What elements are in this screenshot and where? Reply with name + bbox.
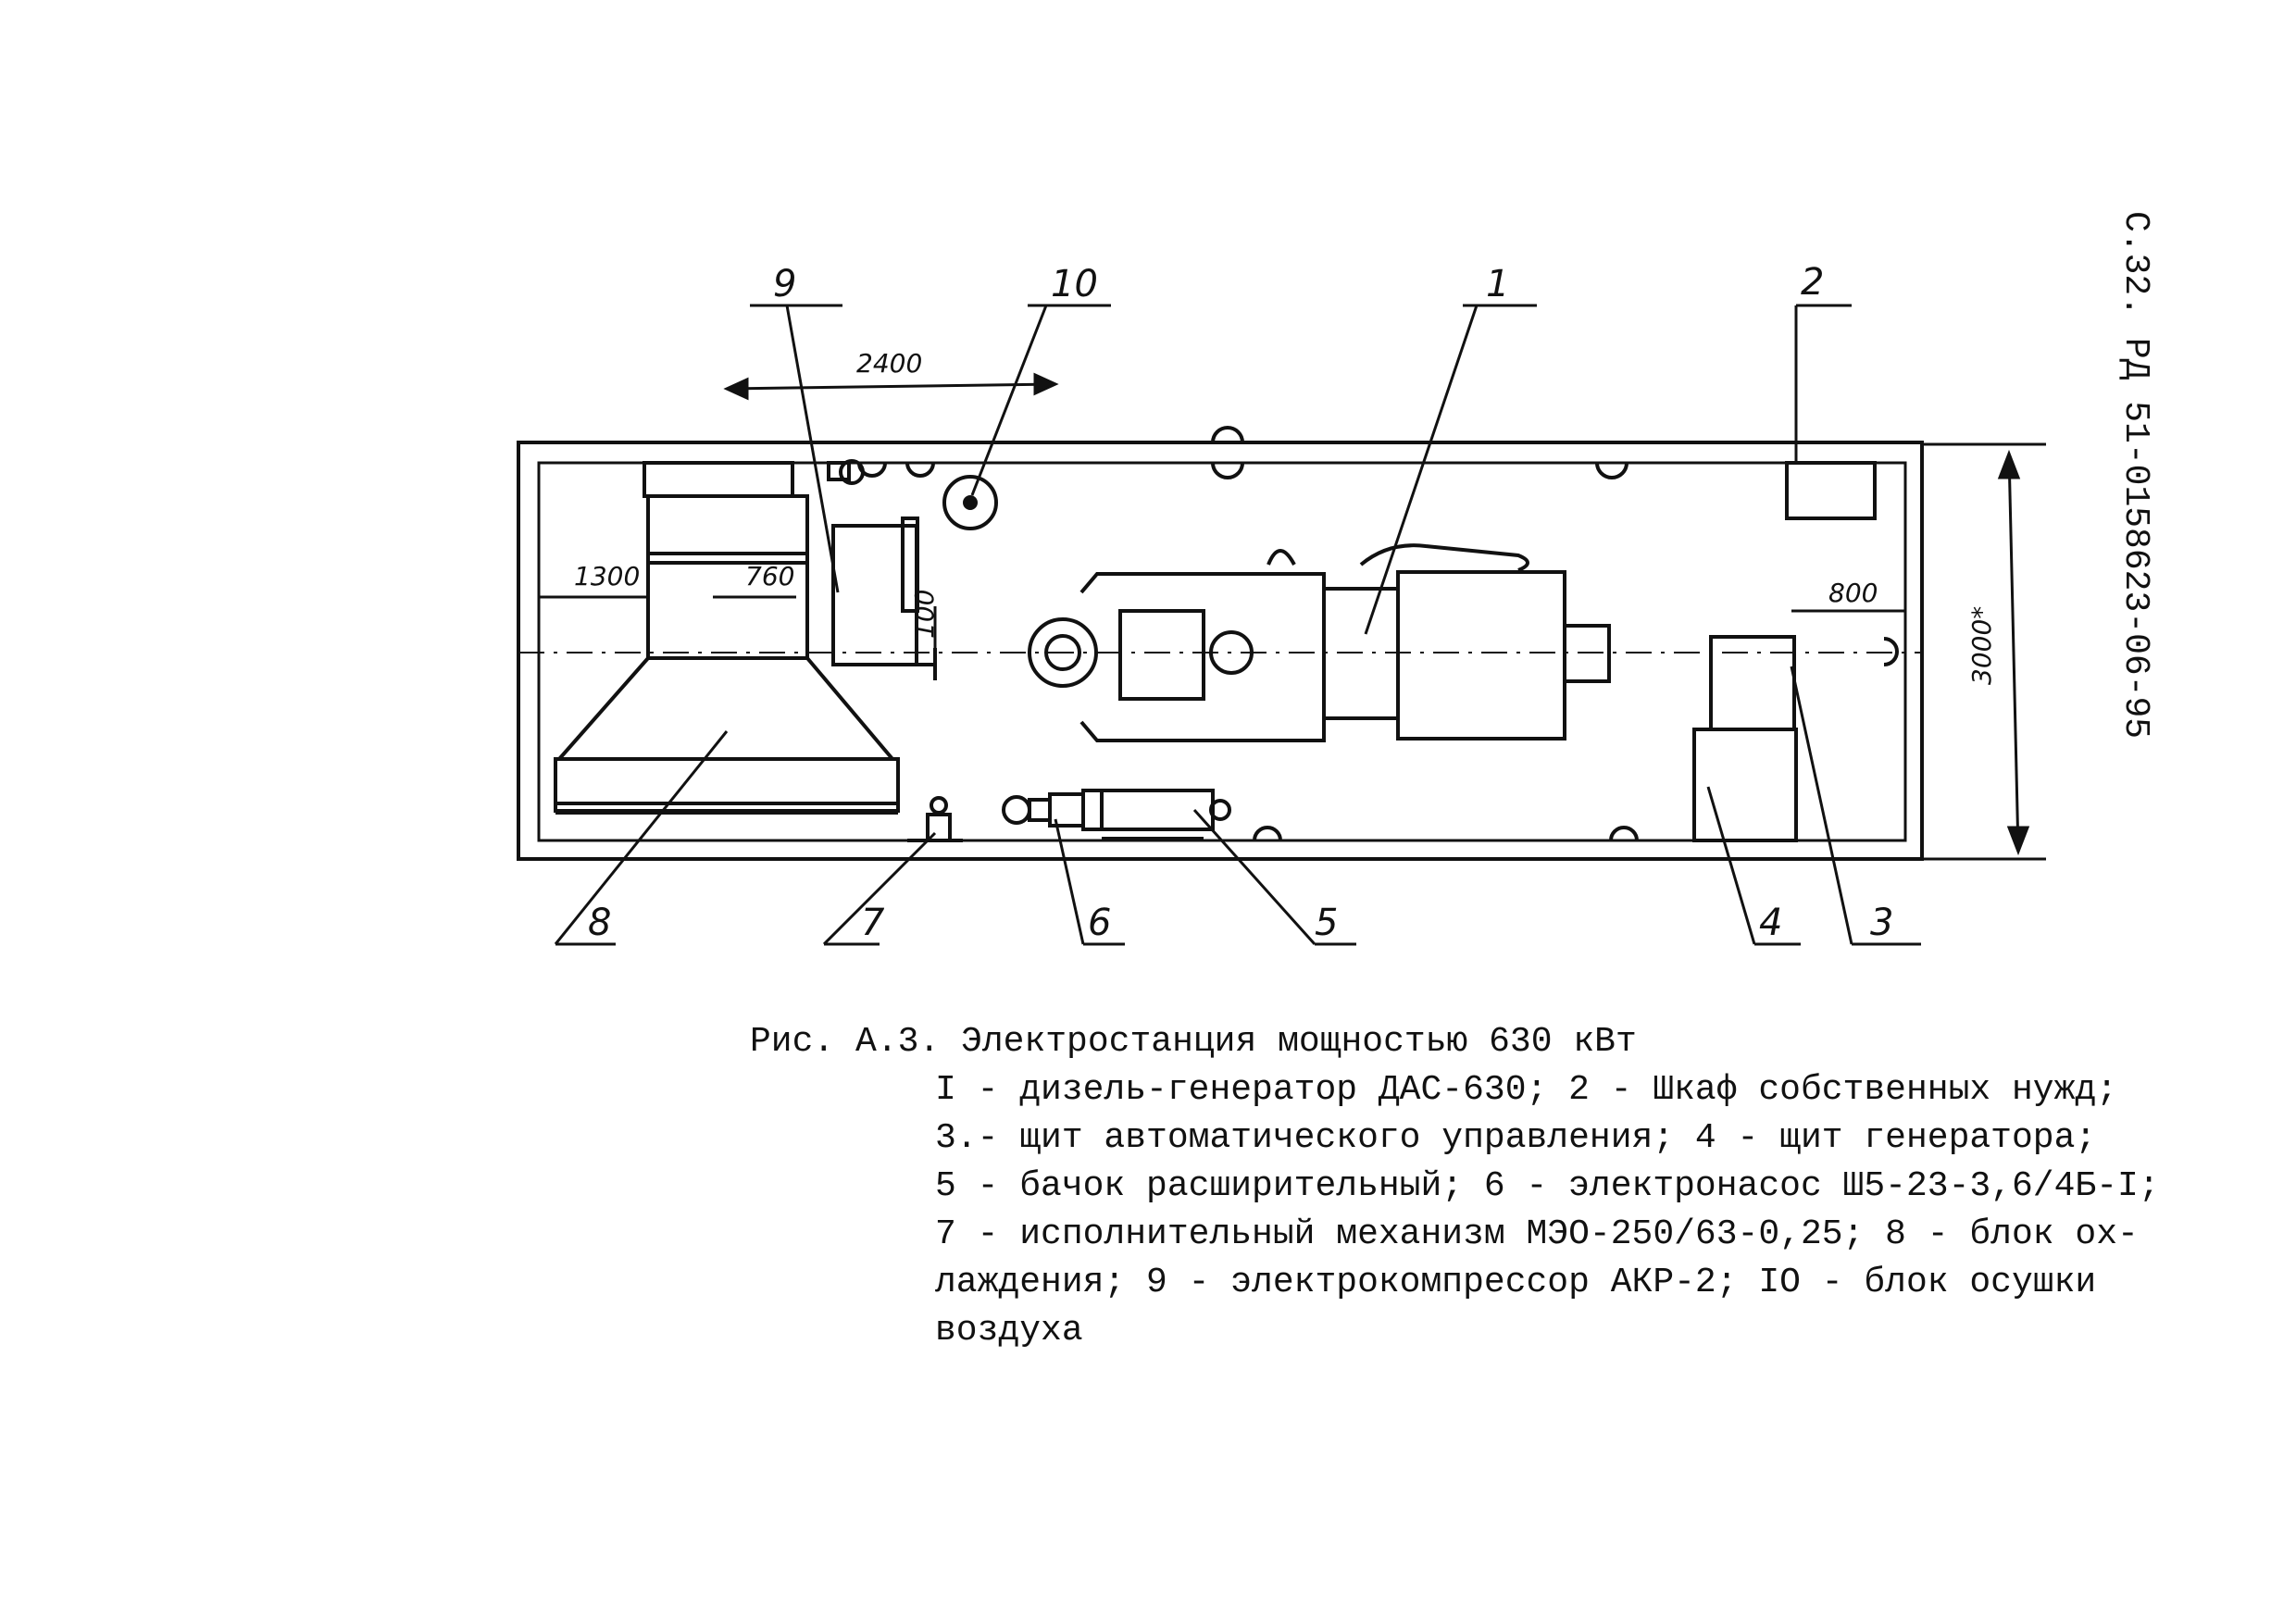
callout-10: 10: [1051, 263, 1098, 305]
dimension-760: 760: [745, 561, 794, 591]
callout-8: 8: [588, 902, 611, 944]
dimension-2400: 2400: [856, 348, 922, 379]
callout-4: 4: [1759, 902, 1782, 944]
callout-2: 2: [1801, 261, 1824, 304]
dimension-800: 800: [1828, 578, 1878, 608]
document-code-text: С.32. РД 51-0158623-06-95: [2115, 211, 2155, 740]
figure-caption-title: Рис. А.3. Электростанция мощностью 630 к…: [750, 1022, 1637, 1062]
callout-7: 7: [861, 902, 885, 944]
wall-lamps: [857, 426, 1899, 841]
callout-3: 3: [1870, 902, 1893, 944]
air-drying-block: [942, 475, 998, 530]
dimension-1300: 1300: [574, 561, 640, 591]
leader-lines: [554, 304, 1921, 946]
caption-line-5: лаждения; 9 - электрокомпрессор АКР-2; I…: [935, 1263, 2097, 1302]
dimension-3000: 3000*: [1966, 606, 1997, 685]
diesel-generator: [1028, 543, 1611, 742]
container-inner-wall: [537, 461, 1907, 842]
expansion-tank: [1081, 789, 1231, 840]
caption-line-2: 3.- щит автоматического управления; 4 - …: [935, 1118, 2097, 1158]
container-outer-wall: [517, 441, 1924, 861]
caption-line-1: I - дизель-генератор ДАС-630; 2 - Шкаф с…: [935, 1070, 2118, 1110]
own-needs-cabinet: [1785, 461, 1877, 520]
caption-line-4: 7 - исполнительный механизм МЭО-250/63-0…: [935, 1214, 2139, 1254]
actuator-mechanism: [907, 796, 963, 842]
caption-line-6: воздуха: [935, 1311, 1083, 1350]
dimension-100: 100: [909, 590, 940, 639]
callout-9: 9: [773, 263, 796, 305]
electric-pump: [1002, 792, 1085, 828]
callout-1: 1: [1486, 263, 1509, 305]
callout-6: 6: [1088, 902, 1111, 944]
automatic-control-panel: [1709, 635, 1796, 731]
electro-compressor: [827, 459, 937, 680]
document-code: С.32. РД 51-0158623-06-95: [2111, 211, 2155, 739]
callout-5: 5: [1315, 902, 1338, 944]
caption-line-3: 5 - бачок расширительный; 6 - электронас…: [935, 1166, 2160, 1206]
cooling-block: [554, 461, 900, 815]
dimension-lines: [539, 372, 2046, 861]
generator-panel: [1692, 728, 1798, 842]
